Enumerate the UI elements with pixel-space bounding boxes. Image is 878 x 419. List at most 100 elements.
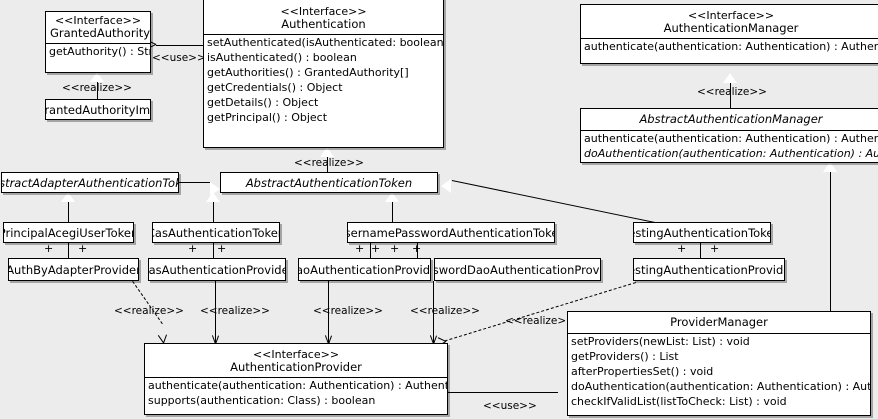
edge-abstracttoken-realizes-authentication: [327, 157, 328, 172]
assoc-plus-up-c: +: [355, 242, 365, 255]
class-provider-manager-name: ProviderManager: [670, 315, 768, 329]
method-getcredentials: getCredentials() : Object: [207, 81, 343, 94]
class-authentication-manager[interactable]: <<Interface>> AuthenticationManager auth…: [580, 4, 878, 64]
class-password-dao-authentication-provider-name: PasswordDaoAuthenticationProvider: [435, 262, 600, 277]
method-authenticate-manager: authenticate(authentication: Authenticat…: [584, 40, 878, 53]
class-authentication-provider[interactable]: <<Interface>> AuthenticationProvider aut…: [144, 343, 448, 415]
triangle-extends-abstracttoken-cas: [206, 192, 220, 202]
class-dao-authentication-provider-name: DaoAuthenticationProvider: [299, 262, 431, 277]
edge-casprovider-realizes-provider: [215, 281, 216, 343]
class-abstract-adapter-authentication-token-name: AbstractAdapterAuthenticationToken: [2, 175, 178, 190]
class-cas-authentication-token-name: CasAuthenticationToken: [152, 225, 280, 240]
class-granted-authority[interactable]: <<Interface>> GrantedAuthority getAuthor…: [45, 11, 151, 73]
label-realize-testingauthenticationprovider: <<realize>>: [505, 315, 575, 327]
class-dao-authentication-provider[interactable]: DaoAuthenticationProvider: [298, 258, 431, 281]
label-realize-passworddaoauthenticationprovider: <<realize>>: [410, 305, 480, 317]
class-principal-acegi-user-token-name: PrincipalAcegiUserToken: [3, 225, 134, 240]
method-getproviders: getProviders() : List: [571, 350, 679, 363]
class-cas-authentication-token[interactable]: CasAuthenticationToken: [152, 222, 280, 243]
edge-adaptertoken-extends-abstracttoken: [179, 182, 210, 183]
edge-assoc-principaltoken-authbyadapter: [68, 242, 69, 258]
class-testing-authentication-token[interactable]: TestingAuthenticationToken: [633, 222, 771, 243]
class-provider-manager[interactable]: ProviderManager setProviders(newList: Li…: [567, 311, 871, 416]
triangle-realize-authenticationmanager: [723, 73, 737, 83]
class-granted-authority-impl-name: GrantedAuthorityImpl: [46, 102, 151, 117]
method-authenticate-abstract-manager: authenticate(authentication: Authenticat…: [584, 132, 878, 145]
edge-assoc-testingtoken-testingprovider: [700, 242, 701, 258]
assoc-plus-testing-a: +: [677, 242, 687, 255]
class-abstract-authentication-token-name: AbstractAuthenticationToken: [245, 175, 413, 190]
class-auth-by-adapter-provider-name: AuthByAdapterProvider: [8, 262, 139, 277]
edge-assoc-userpasstoken-daoprovider: [370, 242, 371, 258]
assoc-plus-cas-a: +: [188, 242, 198, 255]
edge-authbyadapter-realizes-provider: [132, 281, 163, 325]
label-realize-abstractauthenticationmanager: <<realize>>: [697, 86, 767, 98]
class-abstract-authentication-manager-name: AbstractAuthenticationManager: [639, 112, 823, 126]
label-realize-abstractauthenticationtoken: <<realize>>: [294, 157, 364, 169]
class-testing-authentication-provider-name: TestingAuthenticationProvider: [634, 262, 784, 277]
edge-assoc-userpasstoken-passworddaoprovider: [417, 242, 418, 258]
class-authentication-manager-stereotype: <<Interface>>: [687, 9, 775, 22]
label-realize-casauthenticationprovider: <<realize>>: [200, 305, 270, 317]
method-afterpropertiesset: afterPropertiesSet() : void: [571, 365, 714, 378]
method-supports-provider: supports(authentication: Class) : boolea…: [148, 394, 376, 407]
class-authentication-name: Authentication: [281, 17, 366, 31]
edge-providermanager-extends-abstractmanager: [830, 172, 831, 311]
edge-authentication-uses-grantedauthority: [156, 45, 203, 46]
assoc-plus-testing-b: +: [710, 242, 720, 255]
class-cas-authentication-provider[interactable]: CasAuthenticationProvider: [148, 258, 286, 281]
method-setauthenticated: setAuthenticated(isAuthenticated: boolea…: [207, 36, 444, 49]
method-getprincipal: getPrincipal() : Object: [207, 111, 328, 124]
triangle-extends-abstracttoken-userpass: [385, 192, 399, 202]
assoc-plus-cas-b: +: [217, 242, 227, 255]
edge-providermanager-uses-authenticationprovider: [448, 392, 558, 393]
triangle-extends-abstracttoken-testing: [441, 179, 451, 193]
class-authentication-provider-stereotype: <<Interface>>: [252, 348, 340, 361]
method-getdetails: getDetails() : Object: [207, 96, 319, 109]
edge-daoprovider-realizes-provider: [328, 281, 329, 343]
triangle-extends-abstracttoken-from-adapter: [210, 182, 220, 196]
class-auth-by-adapter-provider[interactable]: AuthByAdapterProvider: [8, 258, 139, 281]
class-abstract-adapter-authentication-token[interactable]: AbstractAdapterAuthenticationToken: [1, 172, 179, 193]
class-testing-authentication-provider[interactable]: TestingAuthenticationProvider: [633, 258, 785, 281]
method-getauthority: getAuthority() : String: [49, 45, 150, 58]
edge-grantedauthorityimpl-realizes: [97, 82, 98, 99]
class-granted-authority-impl[interactable]: GrantedAuthorityImpl: [45, 99, 151, 120]
edge-usernamepasswordtoken-extends-abstracttoken: [392, 202, 393, 222]
class-cas-authentication-provider-name: CasAuthenticationProvider: [148, 262, 286, 277]
assoc-plus-up-a: +: [371, 242, 381, 255]
class-password-dao-authentication-provider[interactable]: PasswordDaoAuthenticationProvider: [434, 258, 601, 281]
edge-castoken-extends-abstracttoken: [213, 202, 214, 222]
edge-abstractmanager-realizes-manager: [730, 83, 731, 108]
triangle-realize-grantedauthority: [90, 72, 104, 82]
edge-assoc-castoken-casprovider: [213, 242, 214, 258]
method-checkifvalidlist: checkIfValidList(listToCheck: List) : vo…: [571, 395, 787, 408]
class-abstract-authentication-manager[interactable]: AbstractAuthenticationManager authentica…: [580, 108, 878, 163]
triangle-extends-abstractauthenticationmanager: [823, 162, 837, 172]
class-abstract-authentication-token[interactable]: AbstractAuthenticationToken: [220, 172, 438, 193]
class-principal-acegi-user-token[interactable]: PrincipalAcegiUserToken: [3, 222, 134, 243]
label-realize-daoauthenticationprovider: <<realize>>: [313, 305, 383, 317]
method-setproviders: setProviders(newList: List) : void: [571, 335, 750, 348]
label-use-grantedauthority: <<use>>: [152, 52, 206, 64]
class-testing-authentication-token-name: TestingAuthenticationToken: [634, 225, 770, 240]
method-doauthentication-providermanager: doAuthentication(authentication: Authent…: [571, 380, 871, 393]
class-granted-authority-stereotype: <<Interface>>: [54, 14, 142, 27]
edge-testingtoken-extends-abstracttoken: [451, 180, 656, 224]
assoc-plus-up-b: +: [412, 243, 421, 254]
method-doauthentication-abstract-manager: doAuthentication(authentication: Authent…: [584, 147, 878, 160]
class-authentication-provider-name: AuthenticationProvider: [230, 360, 362, 374]
edge-principaltoken-extends-adaptertoken: [68, 202, 69, 222]
triangle-realize-authentication: [320, 147, 334, 157]
class-granted-authority-name: GrantedAuthority: [50, 26, 151, 40]
method-authenticate-provider: authenticate(authentication: Authenticat…: [148, 379, 448, 392]
triangle-extends-adaptertoken: [61, 192, 75, 202]
class-authentication[interactable]: <<Interface>> Authentication setAuthenti…: [203, 0, 444, 148]
class-authentication-manager-name: AuthenticationManager: [663, 21, 799, 35]
label-realize-authbyadapterprovider: <<realize>>: [114, 305, 184, 317]
assoc-plus-principal-b: +: [78, 242, 88, 255]
method-isauthenticated: isAuthenticated() : boolean: [207, 51, 357, 64]
label-realize-grantedauthorityimpl: <<realize>>: [62, 82, 132, 94]
class-username-password-authentication-token[interactable]: UsernamePasswordAuthenticationToken: [347, 222, 555, 243]
